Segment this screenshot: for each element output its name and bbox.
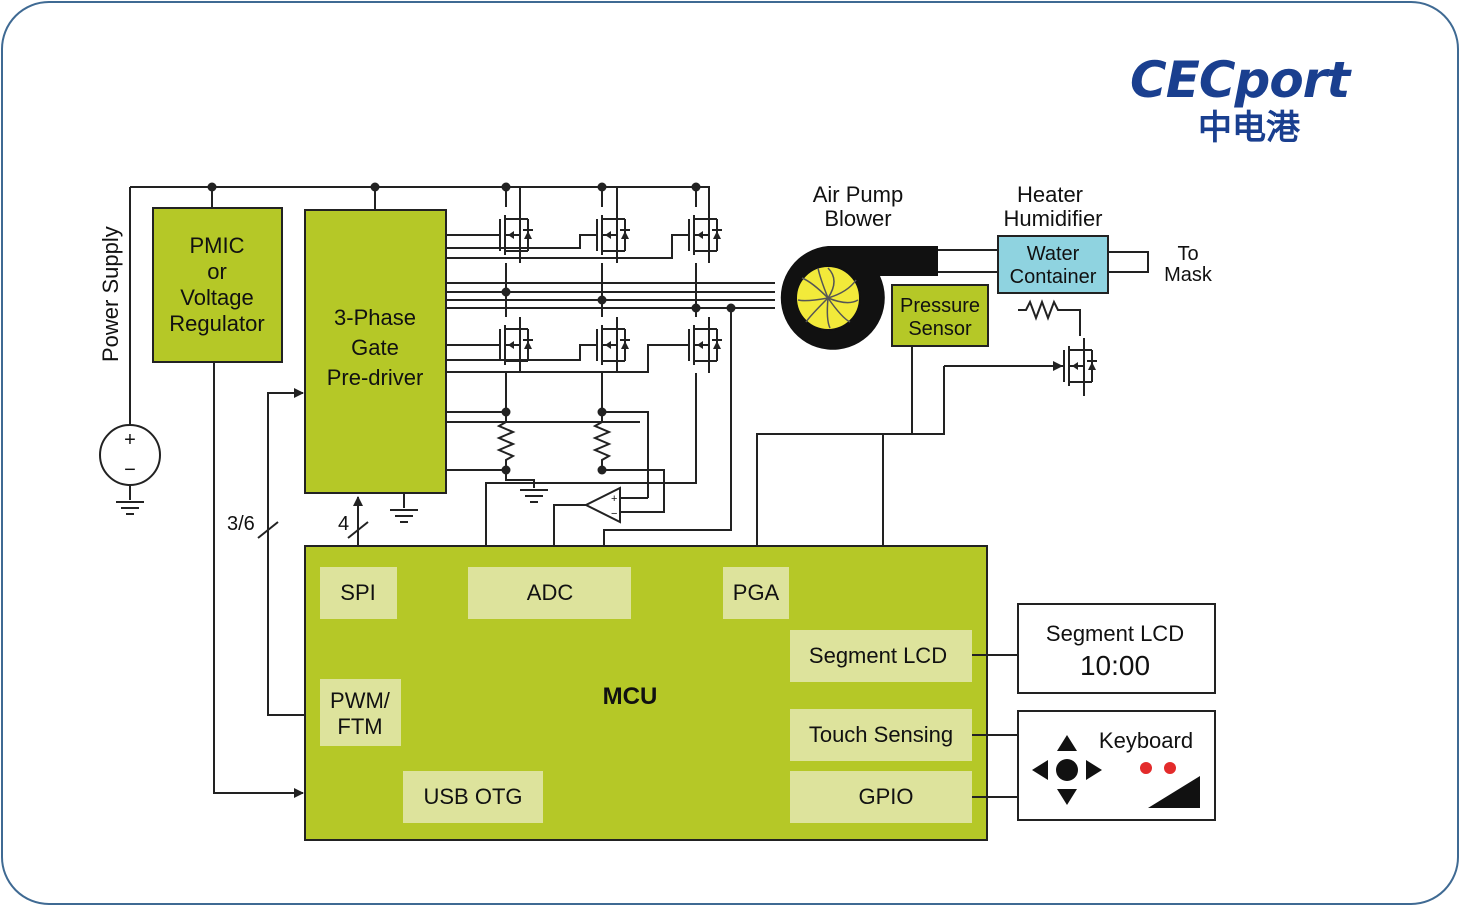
water-line-2: Container bbox=[1010, 266, 1097, 288]
indicator-dot-icon bbox=[1164, 762, 1176, 774]
touch-sensing-block bbox=[790, 709, 972, 761]
mosfet-bridge bbox=[487, 186, 723, 374]
predriver-line-2: Gate bbox=[351, 335, 399, 360]
gate-wires bbox=[446, 234, 677, 373]
pga-block bbox=[723, 567, 789, 619]
pressure-line-1: Pressure bbox=[900, 295, 980, 317]
lcd-title: Segment LCD bbox=[1046, 621, 1184, 646]
keyboard-title: Keyboard bbox=[1099, 728, 1193, 753]
svg-text:−: − bbox=[611, 508, 617, 520]
indicator-dot-icon bbox=[1140, 762, 1152, 774]
air-pump-line-1: Air Pump bbox=[813, 182, 903, 207]
cecport-logo: CECport 中电港 bbox=[1130, 52, 1400, 162]
mcu-title: MCU bbox=[603, 683, 658, 710]
pwm-line-1: PWM/ bbox=[330, 688, 391, 713]
gpio-block bbox=[790, 771, 972, 823]
pressure-line-2: Sensor bbox=[908, 318, 972, 340]
svg-text:+: + bbox=[611, 493, 617, 505]
air-pump-line-2: Blower bbox=[824, 206, 891, 231]
predriver-block: 3-Phase Gate Pre-driver bbox=[304, 209, 447, 494]
to-mask-line-1: To bbox=[1177, 243, 1198, 265]
lcd-time: 10:00 bbox=[1080, 650, 1150, 681]
to-mask-line-2: Mask bbox=[1164, 264, 1213, 286]
adc-block bbox=[468, 567, 631, 619]
volume-wedge-icon bbox=[1148, 776, 1200, 808]
heater-humidifier: Heater Humidifier Water Container To Mas… bbox=[938, 182, 1213, 294]
touch-sensing-label: Touch Sensing bbox=[809, 722, 953, 747]
adc-label: ADC bbox=[527, 580, 574, 605]
spi-label: SPI bbox=[340, 580, 375, 605]
segment-lcd-display: Segment LCD 10:00 bbox=[1017, 603, 1216, 694]
bus-width-4: 4 bbox=[338, 513, 349, 535]
dpad-icon bbox=[1032, 735, 1102, 805]
heater-line-1: Heater bbox=[1017, 182, 1083, 207]
pmic-block: PMIC or Voltage Regulator bbox=[152, 207, 283, 363]
svg-text:+: + bbox=[124, 429, 136, 451]
water-line-1: Water bbox=[1027, 243, 1080, 265]
pwm-block bbox=[320, 679, 401, 746]
usb-otg-block bbox=[403, 771, 543, 823]
mcu-block: SPI ADC PGA PWM/ FTM MCU USB OTG Segment… bbox=[304, 545, 988, 841]
pmic-line-2: or bbox=[207, 259, 227, 284]
gpio-label: GPIO bbox=[858, 784, 913, 809]
usb-otg-label: USB OTG bbox=[423, 784, 522, 809]
predriver-line-1: 3-Phase bbox=[334, 305, 416, 330]
pmic-line-1: PMIC bbox=[190, 233, 245, 258]
heater-driver bbox=[882, 299, 1098, 546]
predriver-line-3: Pre-driver bbox=[327, 365, 424, 390]
pga-label: PGA bbox=[733, 580, 780, 605]
keyboard-panel: Keyboard bbox=[1017, 710, 1216, 821]
pressure-to-pga-wire bbox=[752, 346, 913, 564]
segment-lcd-block bbox=[790, 630, 972, 682]
spi-block bbox=[320, 567, 397, 619]
power-supply-label: Power Supply bbox=[98, 226, 123, 362]
voltage-source-icon: + − bbox=[99, 424, 161, 515]
logo-brand: CECport bbox=[1130, 51, 1350, 109]
pwm-line-2: FTM bbox=[337, 714, 382, 739]
pressure-sensor: Pressure Sensor bbox=[891, 284, 989, 347]
heater-line-2: Humidifier bbox=[1003, 206, 1102, 231]
pmic-line-3: Voltage bbox=[180, 285, 253, 310]
current-sense: + − bbox=[446, 373, 697, 564]
pwm-to-predriver-wire bbox=[267, 388, 320, 716]
segment-lcd-label: Segment LCD bbox=[809, 643, 947, 668]
phase-wires bbox=[446, 263, 775, 564]
pmic-to-mcu-wire bbox=[213, 362, 304, 798]
svg-text:−: − bbox=[124, 459, 136, 481]
bus-width-36: 3/6 bbox=[227, 513, 255, 535]
logo-chinese: 中电港 bbox=[1198, 108, 1300, 148]
air-pump-blower: Air Pump Blower bbox=[780, 182, 938, 350]
pmic-line-4: Regulator bbox=[169, 311, 264, 336]
